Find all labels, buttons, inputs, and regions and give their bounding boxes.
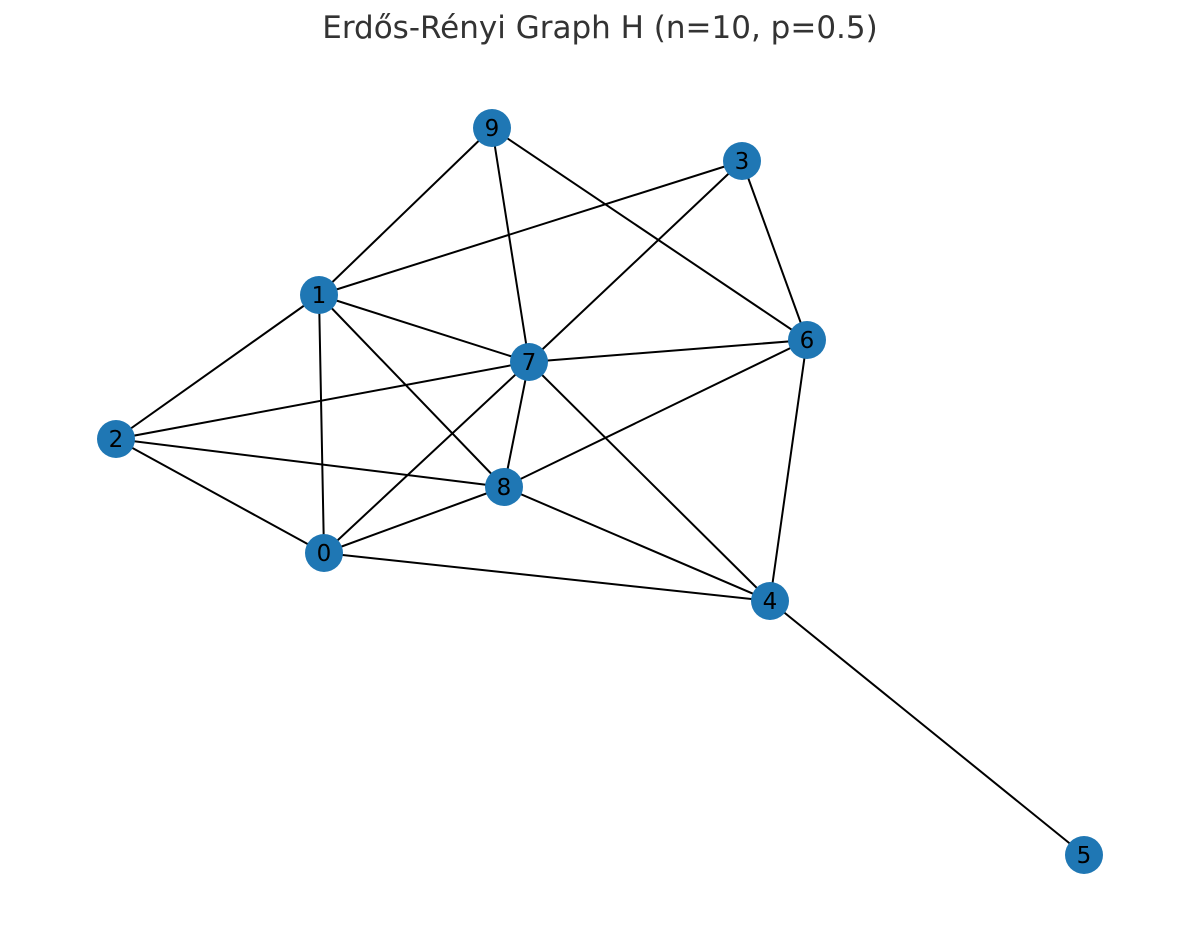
edge-7-8 [503, 361, 530, 488]
node-6: 6 [788, 321, 826, 359]
node-label-0: 0 [317, 541, 332, 567]
edge-9-7 [491, 127, 530, 363]
node-5: 5 [1065, 836, 1103, 874]
edge-9-6 [491, 127, 808, 341]
edge-6-8 [503, 339, 808, 488]
node-label-1: 1 [312, 283, 327, 309]
node-circle-8 [485, 468, 523, 506]
node-circle-9 [473, 109, 511, 147]
node-label-4: 4 [763, 589, 778, 615]
node-4: 4 [751, 582, 789, 620]
edge-2-8 [115, 438, 505, 488]
node-circle-0 [305, 534, 343, 572]
node-circle-2 [97, 420, 135, 458]
edges-layer [115, 127, 1085, 856]
edge-2-0 [115, 438, 325, 554]
edge-0-4 [323, 552, 771, 602]
edge-7-4 [528, 361, 771, 602]
edge-1-2 [115, 294, 320, 440]
node-circle-4 [751, 582, 789, 620]
node-7: 7 [510, 343, 548, 381]
node-label-9: 9 [485, 116, 500, 142]
edge-4-5 [769, 600, 1085, 856]
node-3: 3 [723, 142, 761, 180]
node-0: 0 [305, 534, 343, 572]
node-label-2: 2 [109, 427, 124, 453]
edge-3-1 [318, 160, 743, 296]
node-circle-3 [723, 142, 761, 180]
graph-title: Erdős-Rényi Graph H (n=10, p=0.5) [322, 10, 878, 46]
node-2: 2 [97, 420, 135, 458]
node-circle-7 [510, 343, 548, 381]
edge-1-8 [318, 294, 505, 488]
node-1: 1 [300, 276, 338, 314]
edge-8-0 [323, 486, 505, 554]
node-circle-1 [300, 276, 338, 314]
node-circle-5 [1065, 836, 1103, 874]
edge-1-7 [318, 294, 530, 363]
edge-7-6 [528, 339, 808, 363]
edge-9-1 [318, 127, 493, 296]
edge-7-2 [115, 361, 530, 440]
edge-6-4 [769, 339, 808, 602]
node-label-7: 7 [522, 350, 537, 376]
node-9: 9 [473, 109, 511, 147]
node-label-3: 3 [735, 149, 750, 175]
node-8: 8 [485, 468, 523, 506]
edge-8-4 [503, 486, 771, 602]
edge-1-0 [318, 294, 325, 554]
edge-3-6 [741, 160, 808, 341]
node-circle-6 [788, 321, 826, 359]
nodes-layer: 0 1 2 3 4 5 6 7 8 9 [97, 109, 1103, 874]
edge-3-7 [528, 160, 743, 363]
edge-7-0 [323, 361, 530, 554]
node-label-5: 5 [1077, 843, 1092, 869]
node-label-6: 6 [800, 328, 815, 354]
node-label-8: 8 [497, 475, 512, 501]
